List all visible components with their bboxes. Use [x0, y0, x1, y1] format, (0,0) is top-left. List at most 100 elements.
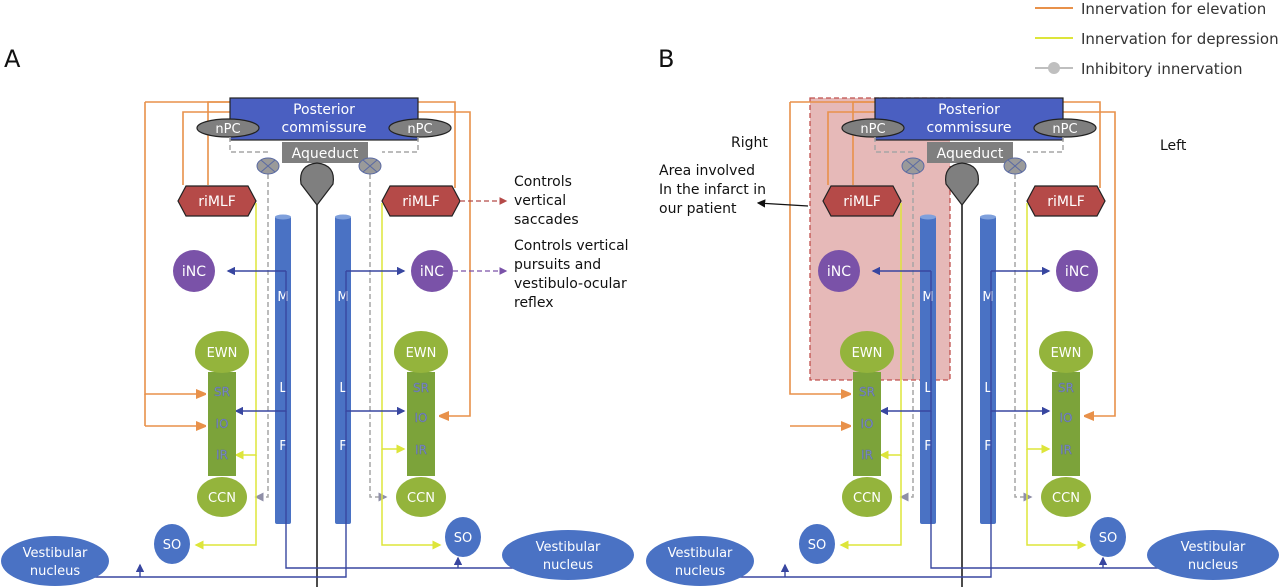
- midline-structure: [299, 162, 335, 206]
- svg-text:vestibulo-ocular: vestibulo-ocular: [514, 276, 627, 292]
- svg-text:reflex: reflex: [514, 295, 554, 311]
- vestibular-nucleus-label: nucleus: [1188, 558, 1238, 573]
- oculomotor-complex-right: EWN SR IO IR CCN: [1039, 331, 1093, 517]
- io-label: IO: [415, 411, 428, 425]
- side-label-right: Right: [731, 135, 768, 151]
- legend: Innervation for elevation Innervation fo…: [1035, 0, 1279, 78]
- saccades-annotation: Controls vertical saccades: [514, 174, 579, 228]
- rimlf-left-label: riMLF: [198, 194, 236, 210]
- panel-b: B Posterior commissure nPC nPC: [646, 45, 1279, 587]
- inc-right-label: iNC: [1065, 264, 1089, 280]
- decussation-icon: [358, 157, 382, 175]
- inhibitory-pathways: [229, 137, 419, 502]
- npc-left-label: nPC: [860, 122, 885, 137]
- decussation-icon: [901, 157, 925, 175]
- depression-pathways: [839, 203, 1087, 550]
- rimlf-right: [381, 185, 461, 217]
- mlf-letter: L: [279, 381, 287, 396]
- so-right: [1090, 517, 1126, 557]
- mlf-letter: F: [984, 439, 991, 454]
- posterior-commissure: [874, 97, 1064, 141]
- elevation-path: [182, 111, 471, 416]
- posterior-commissure-label: Posterior: [938, 102, 1000, 118]
- posterior-commissure-label: Posterior: [293, 102, 355, 118]
- npc-right: [388, 118, 452, 138]
- so-right-label: SO: [454, 531, 472, 546]
- aqueduct-label: Aqueduct: [937, 146, 1004, 162]
- ir-label: IR: [861, 448, 873, 462]
- oculomotor-complex-left: EWN SR IO IR CCN: [840, 331, 894, 517]
- vestibular-path: [90, 411, 347, 578]
- vestibular-nucleus-label: Vestibular: [536, 540, 601, 555]
- ewn-label: EWN: [1051, 346, 1082, 361]
- rimlf-left-label: riMLF: [843, 194, 881, 210]
- vestibular-path: [285, 411, 520, 569]
- vestibular-nucleus-label: nucleus: [30, 564, 80, 579]
- sr-label: SR: [859, 385, 875, 399]
- svg-text:pursuits and: pursuits and: [514, 257, 601, 273]
- depression-pathways: [194, 203, 442, 550]
- legend-label: Innervation for elevation: [1081, 0, 1266, 18]
- inc-left: [173, 250, 215, 292]
- decussation-icon: [1003, 157, 1027, 175]
- inhibitory-path: [254, 174, 269, 502]
- io-label: IO: [216, 417, 229, 431]
- depression-path: [381, 203, 406, 454]
- rimlf-left: [177, 185, 257, 217]
- npc-right-label: nPC: [1052, 122, 1077, 137]
- ewn-right: [1039, 331, 1093, 373]
- svg-text:our patient: our patient: [659, 201, 737, 217]
- npc-right-label: nPC: [407, 122, 432, 137]
- vestibular-nucleus-label: nucleus: [675, 564, 725, 579]
- ir-label: IR: [415, 443, 427, 457]
- panel-label: A: [4, 45, 21, 73]
- ccn-label: CCN: [407, 491, 435, 506]
- side-label-left: Left: [1160, 138, 1187, 154]
- vestibular-nucleus-left: [646, 536, 754, 586]
- panel-b-circuit: Posterior commissure nPC nPC Aqueduct: [646, 97, 1279, 587]
- inc-left: [818, 250, 860, 292]
- mlf-letter: L: [339, 381, 347, 396]
- panel-a: A Posterior commissure nPC nPC Aqueduct: [1, 45, 634, 587]
- mlf-letter: M: [982, 290, 993, 305]
- so-right-label: SO: [1099, 531, 1117, 546]
- oculomotor-muscle-column: [208, 372, 236, 476]
- inhibitory-path: [369, 174, 388, 502]
- so-left: [154, 524, 190, 564]
- ewn-right: [394, 331, 448, 373]
- inhibitory-path: [229, 137, 268, 153]
- so-right: [445, 517, 481, 557]
- mlf-letter: M: [337, 290, 348, 305]
- io-label: IO: [861, 417, 874, 431]
- vestibular-pathways: [90, 266, 520, 578]
- ewn-label: EWN: [852, 346, 883, 361]
- rimlf-right: [1026, 185, 1106, 217]
- npc-left: [196, 118, 260, 138]
- legend-item-inhibitory: Inhibitory innervation: [1035, 60, 1243, 78]
- mlf-left: [920, 214, 936, 524]
- inhibitory-dot-icon: [1048, 62, 1060, 74]
- pursuits-annotation: Controls vertical pursuits and vestibulo…: [514, 238, 629, 311]
- mlf-letter: M: [277, 290, 288, 305]
- inhibitory-path: [382, 137, 419, 153]
- ccn-left: [197, 477, 247, 517]
- legend-label: Inhibitory innervation: [1081, 60, 1243, 78]
- ccn-left: [842, 477, 892, 517]
- inc-right-label: iNC: [420, 264, 444, 280]
- oculomotor-complex-left: EWN SR IO IR CCN: [195, 331, 249, 517]
- mlf-letter: M: [922, 290, 933, 305]
- svg-text:saccades: saccades: [514, 212, 579, 228]
- inc-left-label: iNC: [827, 264, 851, 280]
- sr-label: SR: [413, 381, 429, 395]
- infarct-annotation: Area involved In the infarct in our pati…: [659, 163, 766, 217]
- ccn-right: [396, 477, 446, 517]
- aqueduct: [282, 142, 368, 163]
- ewn-left: [195, 331, 249, 373]
- aqueduct-label: Aqueduct: [292, 146, 359, 162]
- inhibitory-pathways: [874, 137, 1064, 502]
- npc-left: [841, 118, 905, 138]
- inc-right: [1056, 250, 1098, 292]
- mlf-right: [980, 214, 996, 524]
- decussation-icon: [256, 157, 280, 175]
